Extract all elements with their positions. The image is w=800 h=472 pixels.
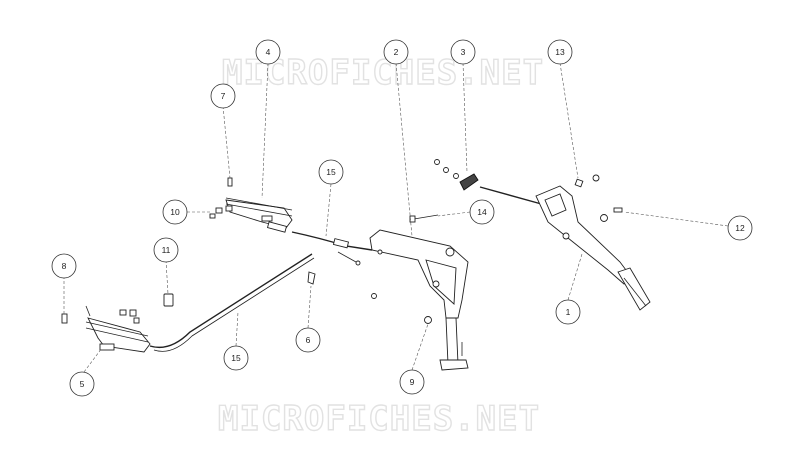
svg-text:13: 13 [555, 47, 565, 57]
svg-text:4: 4 [266, 47, 271, 57]
handle-grip [434, 159, 479, 191]
callout-4: 4 [255, 39, 281, 65]
svg-text:11: 11 [162, 245, 171, 255]
mounting-bracket [369, 229, 469, 371]
callout-6: 6 [295, 327, 321, 353]
callout-7: 7 [210, 83, 236, 109]
callout-3: 3 [450, 39, 476, 65]
callout-5: 5 [69, 371, 95, 397]
callout-15-upper: 15 [318, 159, 344, 185]
svg-text:5: 5 [80, 379, 85, 389]
watermark-bottom: MICROFICHES.NET [218, 399, 540, 439]
leader-lines [63, 62, 729, 373]
callout-14: 14 [469, 199, 495, 225]
nuts-10 [209, 205, 233, 219]
brake-cable-lower [149, 253, 315, 352]
svg-text:10: 10 [170, 207, 180, 217]
rear-bracket [85, 305, 151, 353]
callout-12: 12 [727, 215, 753, 241]
svg-text:7: 7 [221, 91, 226, 101]
equalizer-bracket [225, 197, 293, 233]
svg-text:2: 2 [394, 47, 399, 57]
callout-15-lower: 15 [223, 345, 249, 371]
callout-11: 11 [153, 237, 179, 263]
svg-text:1: 1 [566, 307, 571, 317]
svg-text:15: 15 [231, 353, 241, 363]
svg-text:3: 3 [461, 47, 466, 57]
spacer-11 [163, 293, 174, 307]
hand-brake-lever [479, 185, 651, 311]
callout-13: 13 [547, 39, 573, 65]
clip-6 [307, 271, 316, 285]
brake-cable-upper [291, 231, 383, 266]
svg-text:6: 6 [306, 335, 311, 345]
svg-text:14: 14 [477, 207, 487, 217]
callout-2: 2 [383, 39, 409, 65]
bolt-14 [409, 214, 439, 223]
svg-text:15: 15 [326, 167, 336, 177]
svg-text:12: 12 [735, 223, 745, 233]
callout-9: 9 [399, 369, 425, 395]
callout-1: 1 [555, 299, 581, 325]
pin-8 [61, 313, 68, 324]
callout-8: 8 [51, 253, 77, 279]
lever-fasteners [574, 174, 623, 222]
svg-text:9: 9 [410, 377, 415, 387]
bolt-7 [227, 177, 233, 187]
nut-9 [371, 293, 432, 324]
callout-10: 10 [162, 199, 188, 225]
svg-text:8: 8 [62, 261, 67, 271]
